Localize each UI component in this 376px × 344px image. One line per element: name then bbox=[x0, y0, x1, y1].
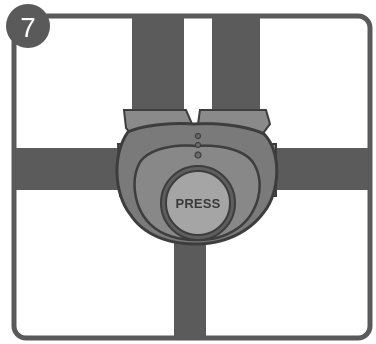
step-number: 7 bbox=[20, 12, 36, 43]
step-badge-circle bbox=[6, 4, 50, 48]
press-release-button[interactable]: PRESS bbox=[160, 165, 236, 241]
right-hip-strap bbox=[270, 148, 368, 190]
left-hip-strap bbox=[16, 148, 128, 190]
step-number-badge: 7 bbox=[6, 4, 50, 48]
release-button-face[interactable] bbox=[165, 170, 231, 236]
indicator-dot-3 bbox=[194, 151, 202, 159]
indicator-dot-2 bbox=[194, 141, 202, 149]
indicator-dot-1 bbox=[194, 132, 202, 140]
release-button-label[interactable]: PRESS bbox=[175, 196, 220, 211]
crotch-strap bbox=[174, 230, 206, 338]
